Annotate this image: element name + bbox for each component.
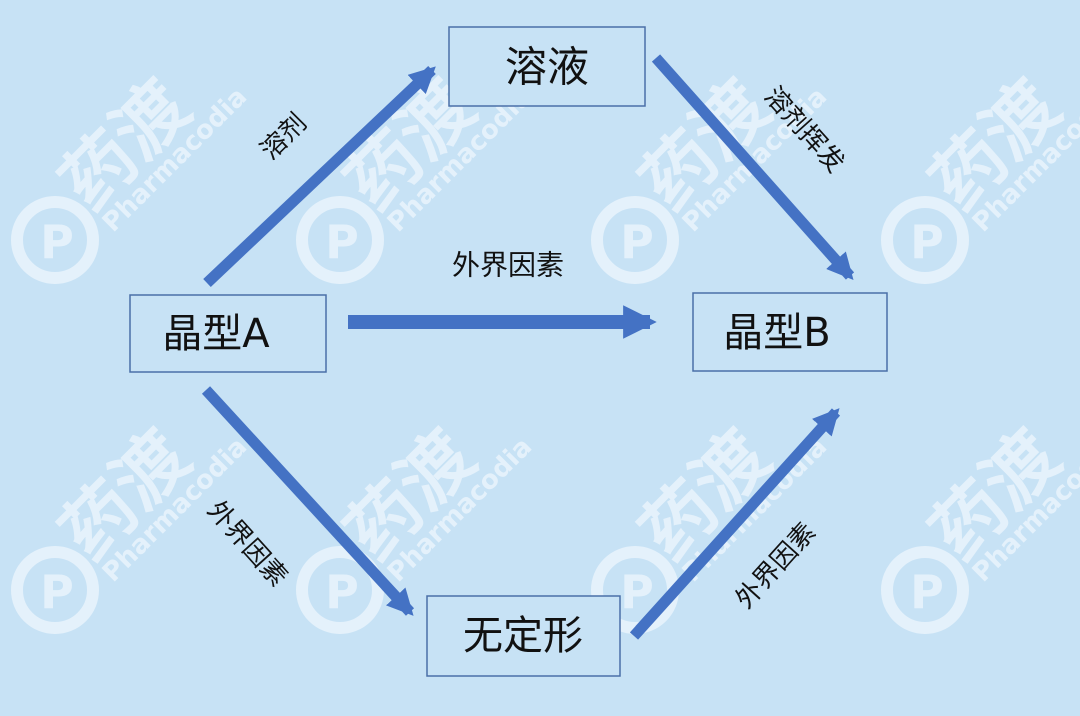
watermark-logo-ring: [881, 196, 969, 284]
watermark-logo-ring: [11, 546, 99, 634]
watermark-logo-letter: P: [910, 215, 944, 269]
node-amorphous: 无定形: [426, 595, 621, 677]
watermark-logo-letter: P: [620, 565, 654, 619]
node-amorphous-label: 无定形: [463, 613, 583, 659]
arrow-form-a-to-amorphous: [201, 386, 415, 616]
watermark-logo-letter: P: [620, 215, 654, 269]
watermark-logo-letter: P: [40, 215, 74, 269]
node-amorphous-box: [426, 595, 621, 677]
watermark-logo-ring: [881, 546, 969, 634]
watermark-logo-letter: P: [910, 565, 944, 619]
arrow-solution-to-form-b: [651, 54, 855, 280]
node-solution: 溶液: [448, 26, 646, 107]
watermark-logo-letter: P: [325, 215, 359, 269]
node-form-a-box: [129, 294, 327, 373]
edges: [201, 54, 855, 640]
watermark-logo-letter: P: [325, 565, 359, 619]
node-form-b: 晶型B: [692, 292, 888, 372]
watermark-logo-ring: [591, 196, 679, 284]
arrow-amorphous-to-form-b: [629, 408, 841, 640]
watermark-logo-ring: [296, 546, 384, 634]
edge-label-a-to-b: 外界因素: [452, 249, 564, 282]
node-solution-box: [448, 26, 646, 107]
watermark-logo-ring: [296, 196, 384, 284]
node-solution-label: 溶液: [505, 43, 589, 92]
arrow-form-a-to-solution: [203, 66, 436, 287]
node-form-a: 晶型A: [129, 294, 327, 373]
watermark-logo-ring: [11, 196, 99, 284]
node-form-b-box: [692, 292, 888, 372]
node-form-b-label: 晶型B: [723, 310, 830, 356]
node-form-a-label: 晶型A: [162, 311, 270, 357]
watermark-logo-letter: P: [40, 565, 74, 619]
